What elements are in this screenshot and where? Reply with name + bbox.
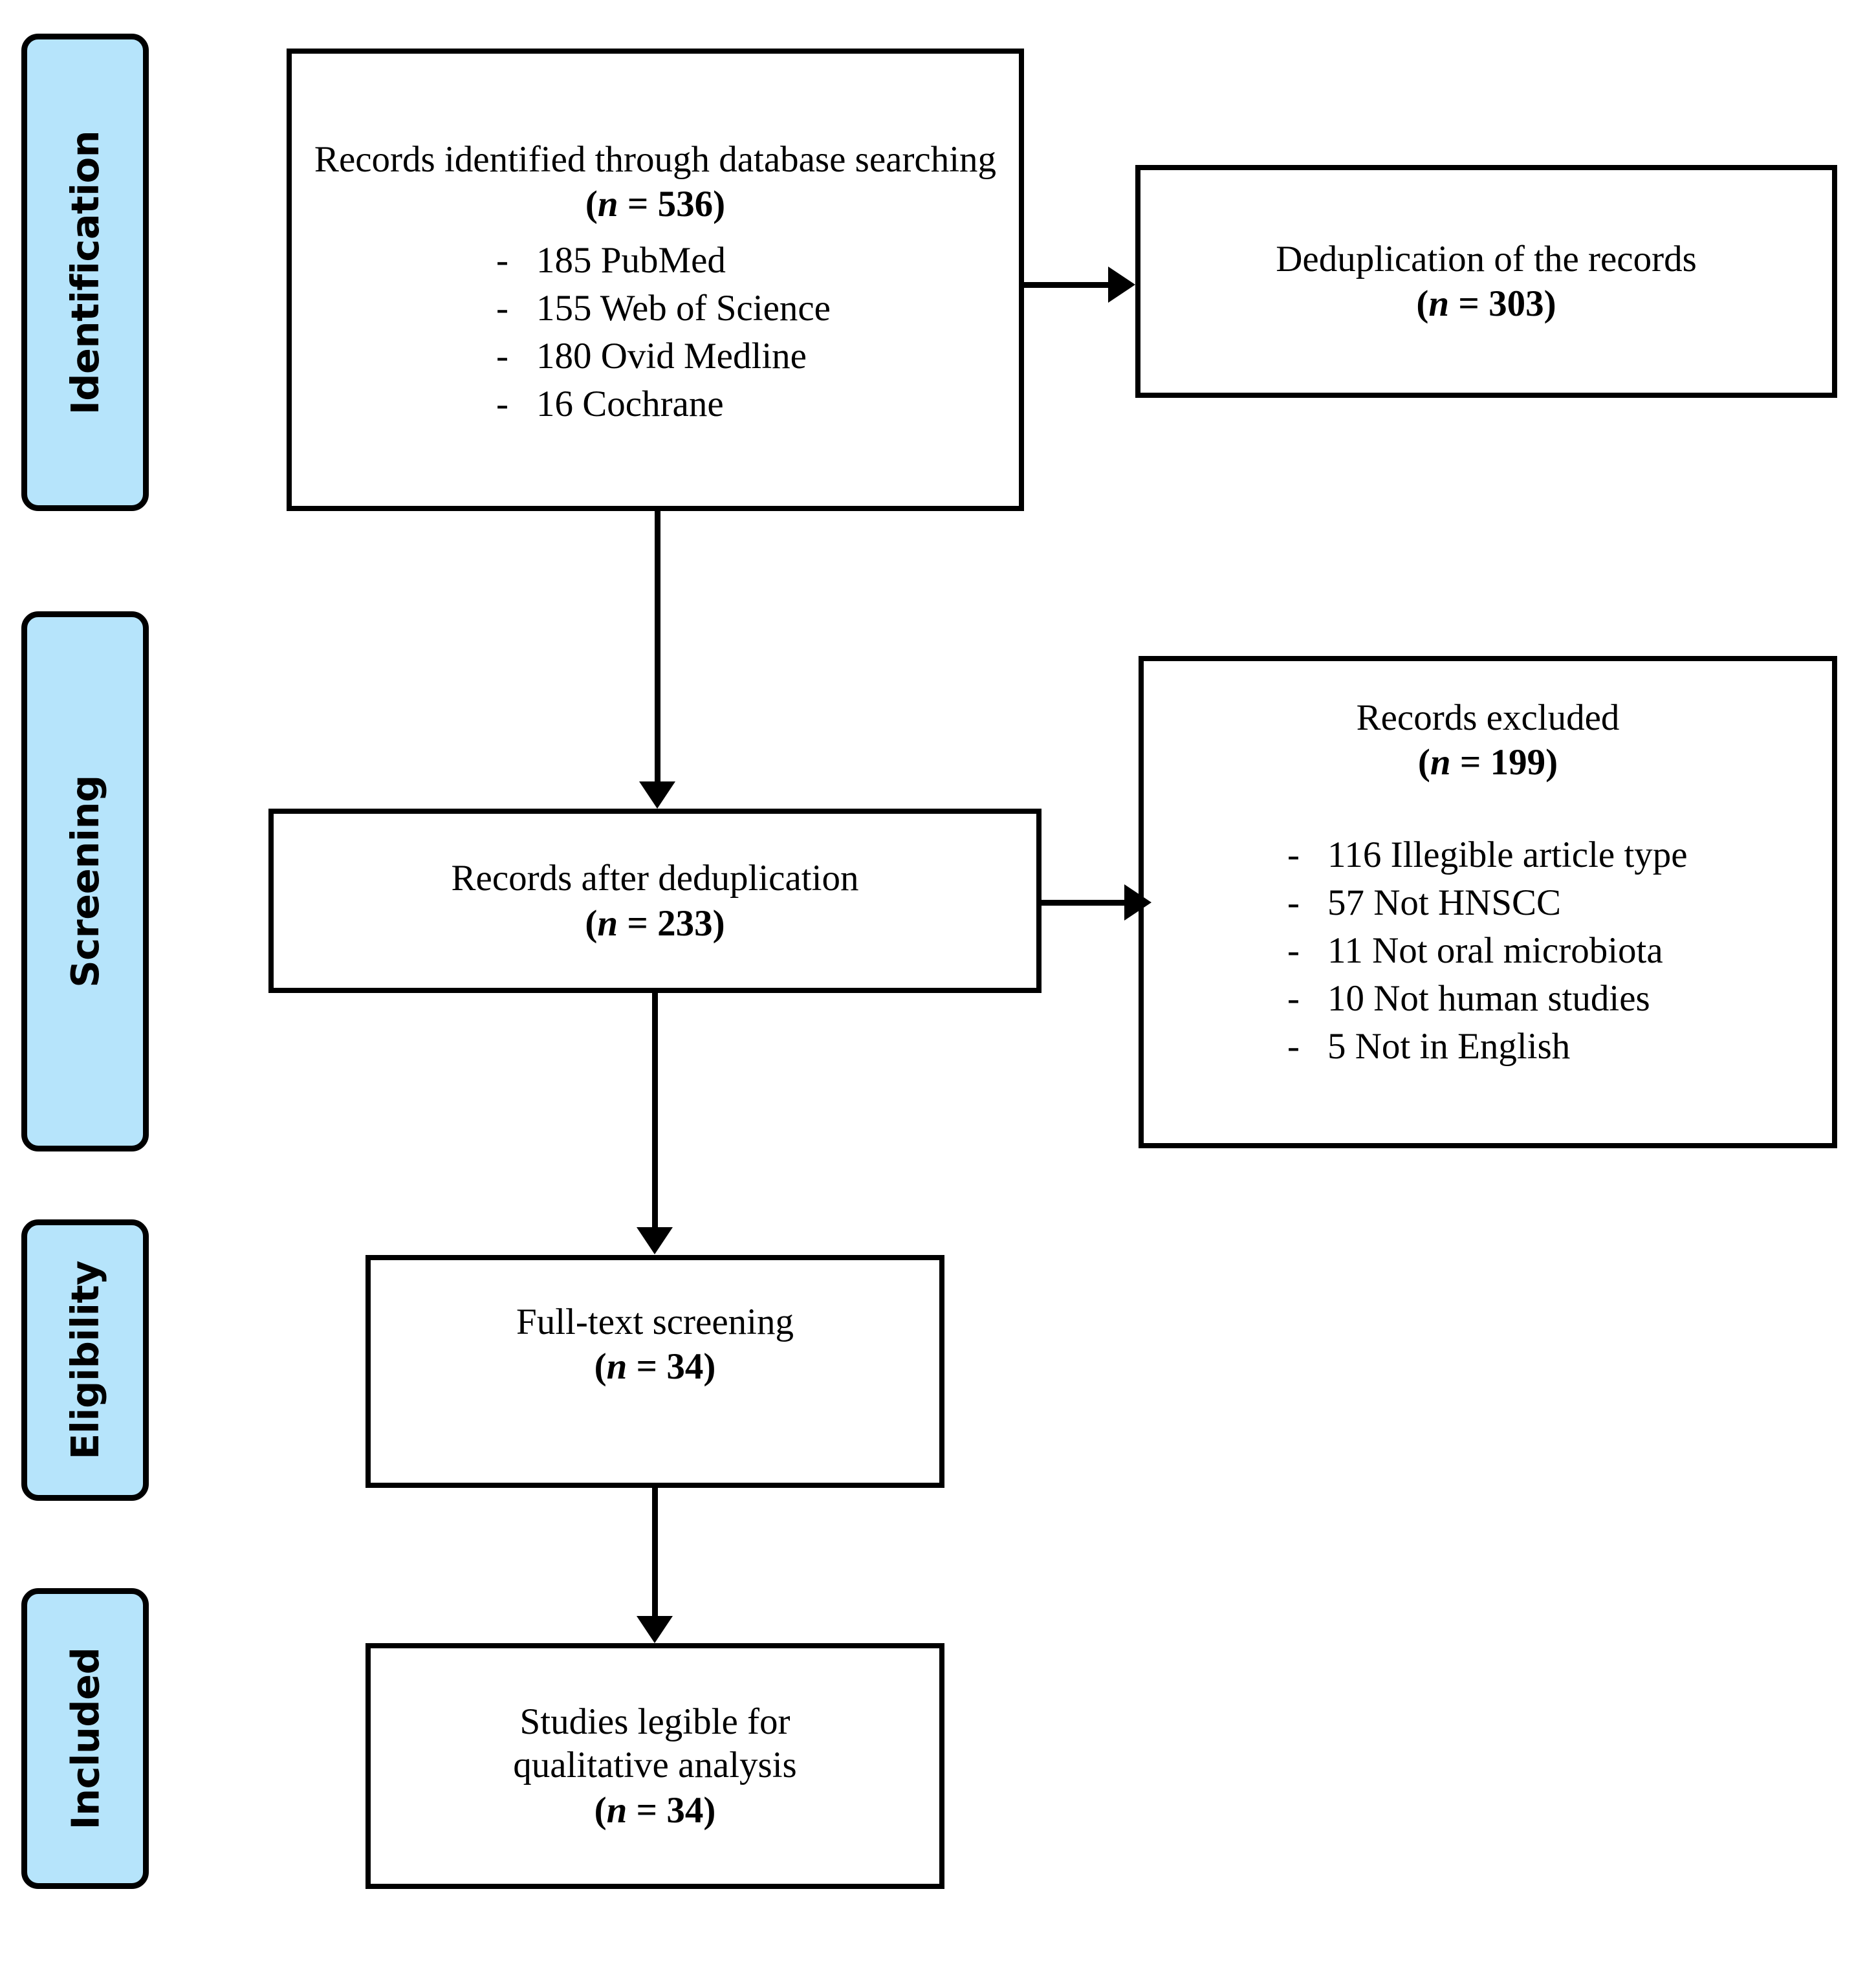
source-label: 155 Web of Science <box>536 287 831 329</box>
n-symbol: n <box>606 1789 627 1831</box>
reason-label: 11 Not oral microbiota <box>1327 930 1663 971</box>
list-item: - 185 PubMed <box>496 237 1019 285</box>
connector-after-deduplication-to-excluded <box>1042 900 1124 906</box>
stage-pill-identification: Identification <box>21 34 149 511</box>
list-item: - 180 Ovid Medline <box>496 333 1019 380</box>
box-deduplication-title: Deduplication of the records <box>1276 238 1697 279</box>
stage-label-included: Included <box>63 1647 108 1830</box>
n-symbol: n <box>597 902 618 944</box>
box-records-after-deduplication: Records after deduplication (n = 233) <box>268 809 1042 993</box>
box-records-identified-count: (n = 536) <box>585 184 726 225</box>
dash-bullet-icon: - <box>1287 977 1300 1019</box>
list-item: - 5 Not in English <box>1287 1023 1832 1071</box>
connector-identified-to-deduplication <box>1024 282 1108 288</box>
arrowhead-right-excluded <box>1124 884 1151 921</box>
box-records-after-deduplication-count: (n = 233) <box>585 902 725 944</box>
list-item: - 116 Illegible article type <box>1287 831 1832 879</box>
source-label: 16 Cochrane <box>536 383 724 424</box>
arrowhead-right-deduplication <box>1108 267 1135 303</box>
list-item: - 10 Not human studies <box>1287 975 1832 1023</box>
dash-bullet-icon: - <box>496 335 508 376</box>
stage-pill-included: Included <box>21 1588 149 1889</box>
dash-bullet-icon: - <box>1287 1025 1300 1067</box>
arrowhead-down-included-studies <box>637 1616 673 1643</box>
stage-label-eligibility: Eligibility <box>63 1260 107 1460</box>
list-item: - 155 Web of Science <box>496 285 1019 333</box>
n-symbol: n <box>1428 283 1450 324</box>
box-records-identified-title: Records identified through database sear… <box>314 139 997 180</box>
box-records-excluded-title: Records excluded <box>1356 697 1620 738</box>
reason-label: 57 Not HNSCC <box>1327 882 1562 923</box>
box-full-text-screening-title: Full-text screening <box>516 1302 794 1342</box>
n-symbol: n <box>597 184 618 225</box>
dash-bullet-icon: - <box>1287 930 1300 971</box>
dash-bullet-icon: - <box>496 239 508 281</box>
database-source-list: - 185 PubMed - 155 Web of Science - 180 … <box>496 237 1019 428</box>
box-studies-legible-title-line1: Studies legible for <box>519 1701 791 1743</box>
source-label: 180 Ovid Medline <box>536 335 807 376</box>
n-symbol: n <box>1430 742 1451 783</box>
dash-bullet-icon: - <box>496 287 508 329</box>
stage-pill-screening: Screening <box>21 611 149 1151</box>
reason-label: 10 Not human studies <box>1327 977 1650 1019</box>
box-deduplication: Deduplication of the records (n = 303) <box>1135 165 1837 398</box>
arrowhead-down-after-deduplication <box>639 781 675 809</box>
reason-label: 116 Illegible article type <box>1327 834 1688 875</box>
box-records-excluded: Records excluded (n = 199) - 116 Illegib… <box>1139 656 1837 1148</box>
list-item: - 16 Cochrane <box>496 380 1019 428</box>
box-full-text-screening-count: (n = 34) <box>594 1346 716 1388</box>
box-full-text-screening: Full-text screening (n = 34) <box>365 1255 944 1488</box>
box-studies-legible: Studies legible for qualitative analysis… <box>365 1643 944 1889</box>
stage-pill-eligibility: Eligibility <box>21 1219 149 1501</box>
list-item: - 11 Not oral microbiota <box>1287 927 1832 975</box>
stage-label-screening: Screening <box>63 775 107 988</box>
arrowhead-down-fulltext <box>637 1227 673 1254</box>
source-label: 185 PubMed <box>536 239 726 281</box>
reason-label: 5 Not in English <box>1327 1025 1571 1067</box>
dash-bullet-icon: - <box>1287 834 1300 875</box>
box-records-after-deduplication-title: Records after deduplication <box>451 858 859 899</box>
box-records-excluded-count: (n = 199) <box>1417 742 1558 783</box>
box-records-identified: Records identified through database sear… <box>287 49 1024 511</box>
n-symbol: n <box>606 1346 627 1388</box>
dash-bullet-icon: - <box>496 383 508 424</box>
dash-bullet-icon: - <box>1287 882 1300 923</box>
stage-label-identification: Identification <box>63 130 107 415</box>
connector-identified-to-after-deduplication <box>655 511 660 781</box>
exclusion-reason-list: - 116 Illegible article type - 57 Not HN… <box>1287 831 1832 1071</box>
box-deduplication-count: (n = 303) <box>1416 283 1556 324</box>
box-studies-legible-count: (n = 34) <box>594 1789 716 1831</box>
connector-fulltext-to-included-studies <box>652 1488 658 1616</box>
list-item: - 57 Not HNSCC <box>1287 879 1832 927</box>
connector-after-deduplication-to-fulltext <box>652 993 658 1227</box>
box-studies-legible-title-line2: qualitative analysis <box>513 1745 797 1786</box>
